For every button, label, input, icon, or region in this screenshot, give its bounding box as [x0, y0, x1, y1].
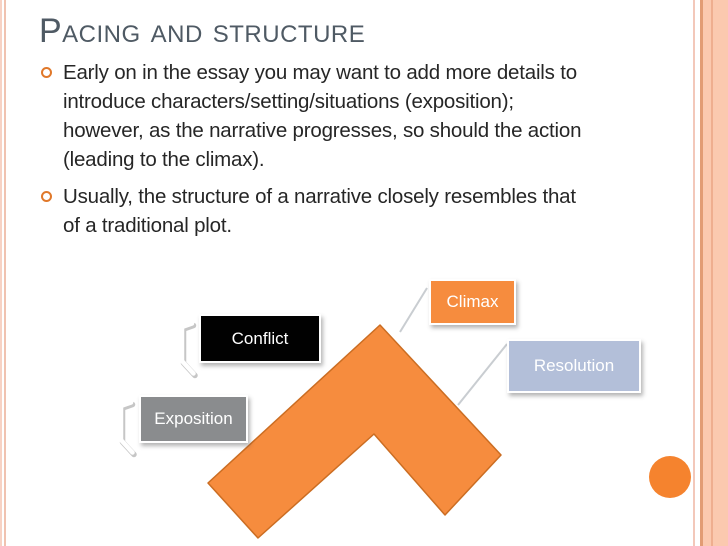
node-label: Conflict: [231, 328, 289, 348]
diagram-node-climax: Climax: [429, 279, 516, 325]
slide-title: Pacing and structure: [39, 12, 366, 50]
diagram-node-conflict: Conflict: [199, 314, 321, 363]
chevron-arrow-shape: [207, 324, 502, 539]
climax-connector-line: [399, 287, 428, 333]
right-border-stripe-dark: [699, 0, 703, 546]
bullet-text: Early on in the essay you may want to ad…: [63, 61, 582, 171]
decorative-circle: [649, 456, 691, 498]
bullet-text: Usually, the structure of a narrative cl…: [63, 185, 576, 237]
bullet-item: Early on in the essay you may want to ad…: [40, 58, 585, 174]
node-label: Climax: [446, 292, 499, 311]
right-border-stripe-thin: [692, 0, 695, 546]
right-border-band: [703, 0, 728, 546]
conflict-bracket-icon: [179, 321, 198, 379]
left-border-stripe-inner: [3, 0, 6, 546]
node-label: Resolution: [533, 356, 615, 375]
bullet-item: Usually, the structure of a narrative cl…: [40, 182, 585, 240]
bullet-list: Early on in the essay you may want to ad…: [40, 58, 585, 248]
resolution-connector-line: [457, 343, 508, 406]
bullet-circle-icon: [41, 191, 52, 202]
node-label: Exposition: [154, 409, 233, 428]
right-border-band-line: [710, 0, 713, 546]
left-border-stripe-outer: [0, 0, 2, 546]
diagram-node-exposition: Exposition: [139, 395, 248, 443]
bullet-circle-icon: [41, 67, 52, 78]
diagram-node-resolution: Resolution: [507, 339, 641, 393]
exposition-bracket-icon: [118, 400, 137, 458]
